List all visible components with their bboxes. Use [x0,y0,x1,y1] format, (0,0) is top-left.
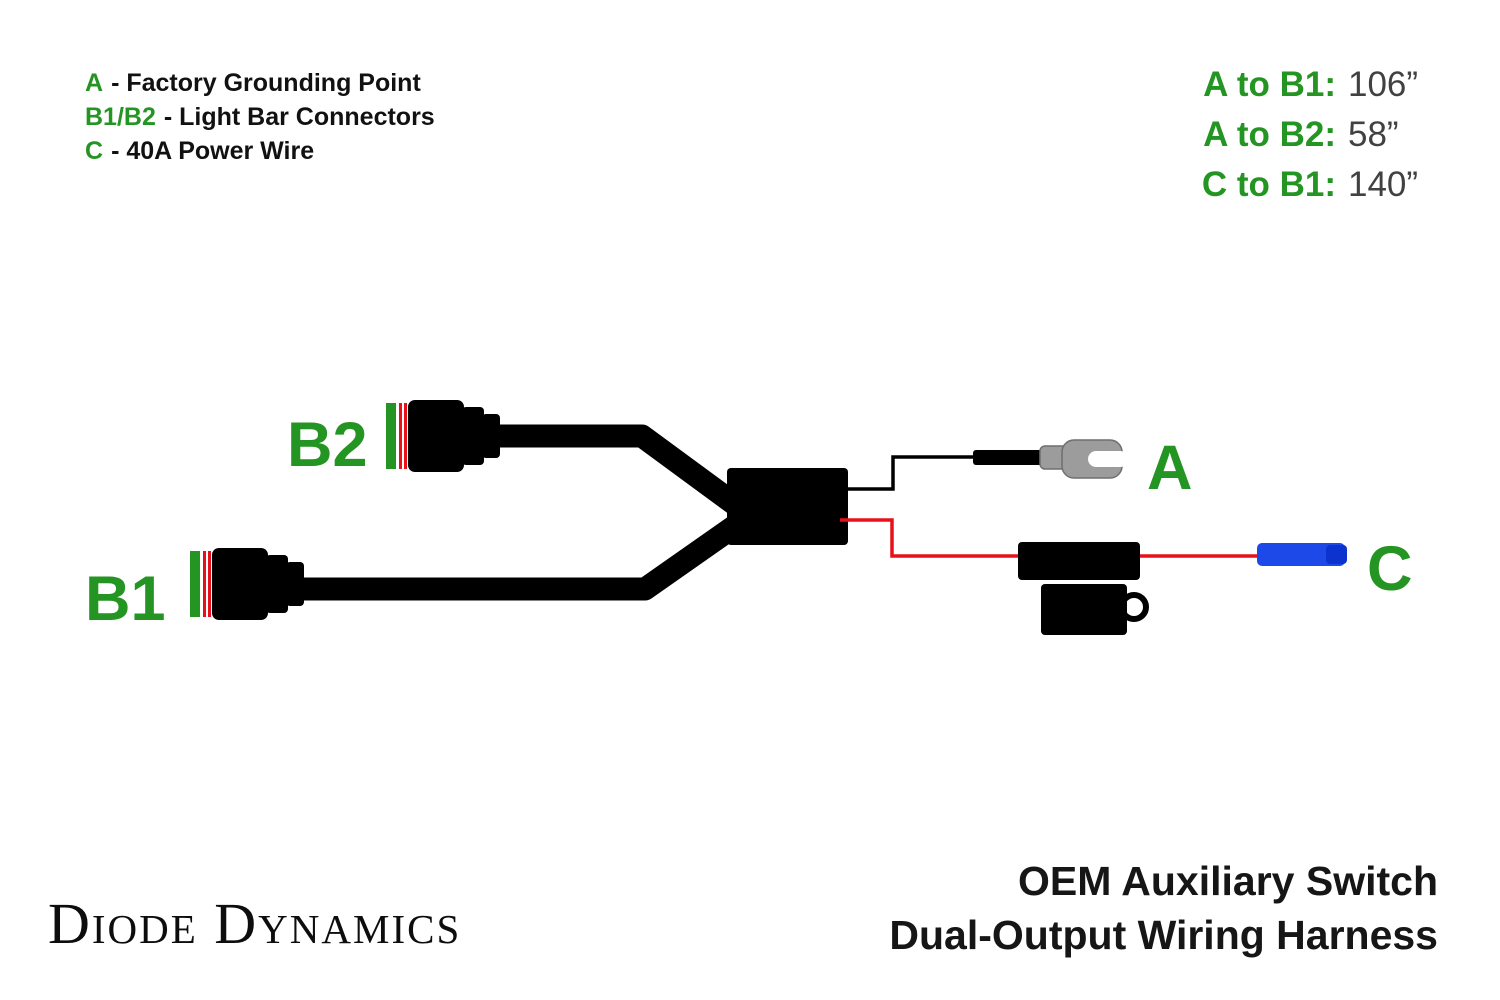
measurement-value: 106” [1348,65,1419,104]
butt-connector [1257,543,1347,566]
connector-b1-body [212,548,268,620]
legend-key-a: A [85,69,104,97]
measurement-label: A to B1: [1203,65,1336,104]
junction-box [727,468,848,545]
connector-b2-red-stripe [404,403,407,469]
legend-item-b: B1/B2- Light Bar Connectors [85,100,435,134]
measurement-value: 58” [1348,115,1399,154]
butt-connector-tip [1326,545,1347,564]
label-b2: B2 [287,410,368,480]
label-b1: B1 [85,564,166,634]
label-a: A [1147,433,1193,503]
wire-b1 [303,511,749,601]
measurement-row-c-b1: C to B1: 140” [1148,160,1418,210]
connector-b1-red-stripe [203,551,206,617]
measurement-label: A to B2: [1203,115,1336,154]
product-title: OEM Auxiliary Switch Dual-Output Wiring … [889,854,1438,962]
connector-b1-body-step [266,555,288,613]
fork-terminal-icon [1039,439,1128,479]
fork-terminal-notch [1088,451,1128,467]
wire-b2 [498,424,747,518]
legend-key-c: C [85,137,104,165]
fuse-holder-cap [1041,584,1127,635]
product-title-line2: Dual-Output Wiring Harness [889,912,1438,958]
connector-b1-body-nub [286,562,304,606]
brand-logo: Diode Dynamics [48,891,462,956]
product-title-line1: OEM Auxiliary Switch [1018,858,1438,904]
legend-item-a: A- Factory Grounding Point [85,66,435,100]
butt-connector-body [1257,543,1345,566]
connector-b1 [190,548,304,620]
legend-item-c: C- 40A Power Wire [85,134,435,168]
fuse-holder-top [1018,542,1140,580]
fuse-holder-ring [1119,592,1149,622]
connector-b2-body [408,400,464,472]
ground-wire-crimp [973,450,1045,465]
legend-key-b: B1/B2 [85,103,156,131]
measurement-row-a-b2: A to B2: 58” [1148,110,1418,160]
connector-b2 [386,400,500,472]
fuse-holder [1018,542,1149,635]
connector-b2-body-nub [482,414,500,458]
legend: A- Factory Grounding Point B1/B2- Light … [85,66,435,168]
measurement-value: 140” [1348,165,1419,204]
connector-b1-green-seal [190,551,200,617]
measurement-row-a-b1: A to B1: 106” [1148,60,1418,110]
connector-b2-red-stripe [399,403,402,469]
measurement-label: C to B1: [1201,165,1336,204]
legend-desc-b: - Light Bar Connectors [163,103,435,131]
connector-b1-red-stripe [208,551,211,617]
measurements: A to B1: 106” A to B2: 58” C to B1: 140” [1148,60,1418,210]
legend-desc-a: - Factory Grounding Point [111,69,421,97]
ground-wire [840,455,978,491]
connector-b2-green-seal [386,403,396,469]
label-c: C [1367,534,1413,604]
connector-b2-body-step [462,407,484,465]
legend-desc-c: - 40A Power Wire [111,137,315,165]
